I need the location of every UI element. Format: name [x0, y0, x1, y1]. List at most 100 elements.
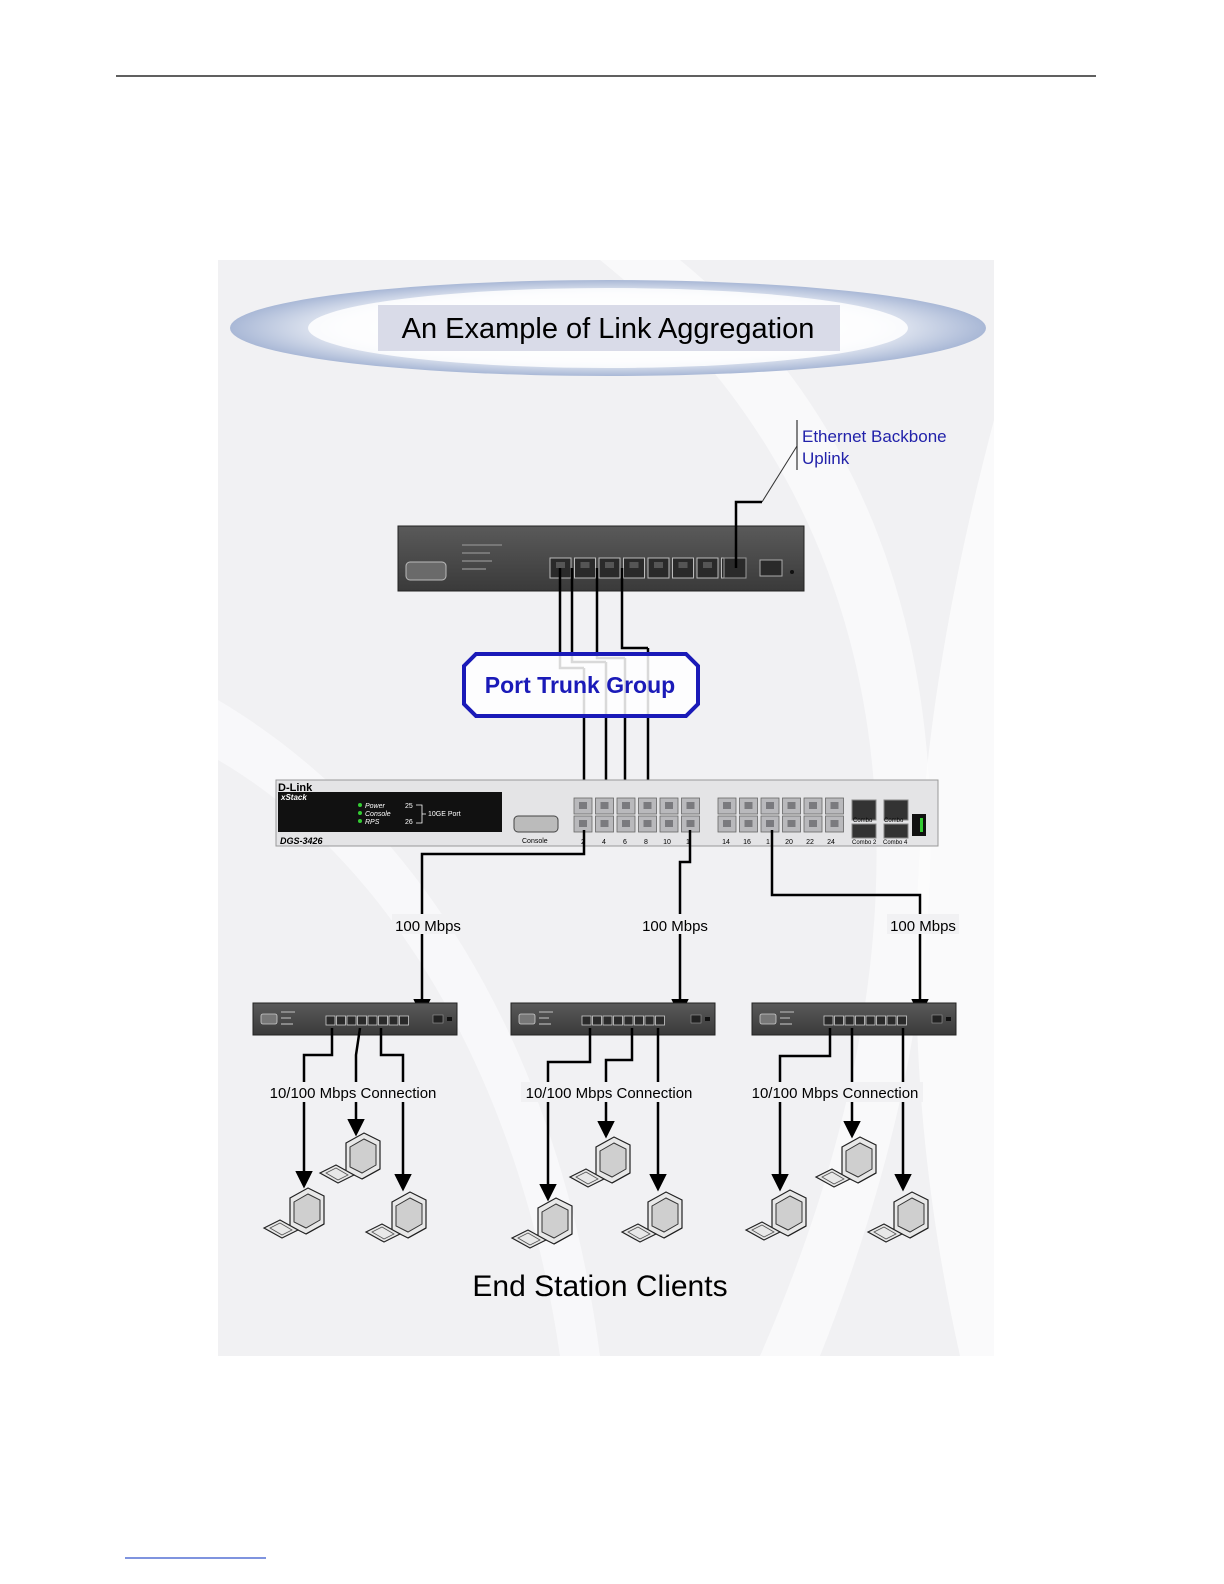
main-switch-port-jack [787, 820, 796, 827]
main-switch-port-jack [622, 802, 630, 809]
edge-switch-port [644, 1015, 655, 1026]
port-number-label: 14 [722, 839, 730, 846]
main-switch-port-jack [787, 802, 796, 809]
led-power-label: Power [365, 803, 386, 810]
port-number-label: 6 [623, 839, 627, 846]
console-port [513, 815, 559, 833]
main-switch-port-jack [809, 820, 817, 827]
console-label: Console [522, 838, 548, 845]
port-25-label: 25 [405, 803, 413, 810]
switch-brand: D-Link [278, 782, 313, 794]
main-switch-port-jack [809, 802, 817, 809]
edge-switch-port [623, 1015, 634, 1026]
edge-switch-1 [252, 1002, 458, 1036]
edge-switch-port [844, 1015, 855, 1026]
edge-switch-port [378, 1015, 388, 1026]
port-number-label: 4 [602, 839, 606, 846]
port-number-label: 16 [743, 839, 751, 846]
main-switch-port-jack [600, 802, 609, 809]
edge-switch-port [367, 1015, 378, 1026]
combo-label-4: Combo 4 [883, 840, 908, 846]
main-switch-port-jack [579, 802, 587, 809]
edge-switch-port [592, 1015, 602, 1026]
main-switch: D-Link xStack DGS-3426 Power Console RPS… [275, 779, 939, 847]
edge-switch-port [325, 1015, 336, 1026]
edge-switch-port [634, 1015, 644, 1026]
edge-switch-3 [751, 1002, 957, 1036]
port-number-label: 24 [827, 839, 835, 846]
main-switch-port-jack [766, 820, 774, 827]
edge-switch-port [602, 1015, 613, 1026]
port-number-label: 10 [663, 839, 671, 846]
trunk-group-label: Port Trunk Group [485, 672, 675, 698]
main-switch-port-jack [766, 802, 774, 809]
main-switch-port-jack [686, 802, 695, 809]
diagram-title: An Example of Link Aggregation [402, 313, 815, 345]
ge-port-label: 10GE Port [428, 811, 461, 818]
connection-label-2: 10/100 Mbps Connection [526, 1085, 693, 1102]
main-switch-port-jack [830, 802, 839, 809]
port-number-label: 20 [785, 839, 793, 846]
combo-label-2: Combo [884, 818, 904, 824]
top-switch-port-jack [654, 562, 663, 568]
backbone-label-line1: Ethernet Backbone [802, 427, 947, 446]
main-switch-port-jack [600, 820, 609, 827]
port-number-label: 1 [766, 839, 770, 846]
client-lines [295, 1027, 912, 1202]
edge-switch-port [865, 1015, 876, 1026]
edge-switch-port [613, 1015, 623, 1026]
trunk-group-box [462, 652, 700, 718]
port-number-label: 1 [686, 839, 690, 846]
connection-label-3: 10/100 Mbps Connection [752, 1085, 919, 1102]
switch-model: DGS-3426 [280, 836, 324, 846]
switch-series: xStack [280, 793, 307, 802]
top-switch-port-jack [703, 562, 712, 568]
connection-label-1: 10/100 Mbps Connection [270, 1085, 437, 1102]
port-number-label: 8 [644, 839, 648, 846]
edge-switch-port [388, 1015, 399, 1026]
top-switch [397, 525, 805, 592]
uplink-label-2: 100 Mbps [642, 918, 708, 935]
main-switch-port-jack [622, 820, 630, 827]
edge-switch-port [855, 1015, 865, 1026]
top-switch-port-jack [605, 562, 614, 568]
main-switch-port-jack [723, 802, 731, 809]
edge-switch-port [823, 1015, 834, 1026]
end-station-label: End Station Clients [472, 1270, 727, 1303]
led-rps-label: RPS [365, 819, 380, 826]
main-switch-port-jack [665, 802, 673, 809]
combo-label-3: Combo 2 [852, 840, 877, 846]
edge-switch-port [346, 1015, 357, 1026]
uplink-label-3: 100 Mbps [890, 918, 956, 935]
port-number-label: 22 [806, 839, 814, 846]
top-switch-port-jack [629, 562, 639, 568]
backbone-label-line2: Uplink [802, 449, 850, 468]
main-switch-port-jack [830, 820, 839, 827]
main-switch-port-jack [744, 820, 753, 827]
title-box [378, 305, 840, 351]
edge-switch-port [581, 1015, 592, 1026]
main-switch-port-jack [665, 820, 673, 827]
port-26-label: 26 [405, 819, 413, 826]
top-switch-port-jack [580, 562, 590, 568]
edge-switch-port [897, 1015, 907, 1026]
top-switch-port-jack [678, 562, 688, 568]
top-switch-port-jack [556, 562, 565, 568]
main-switch-port-jack [723, 820, 731, 827]
main-switch-port-jack [643, 820, 652, 827]
main-switch-port-jack [744, 802, 753, 809]
edge-switch-port [886, 1015, 897, 1026]
edge-switch-port [834, 1015, 844, 1026]
edge-switch-port [876, 1015, 886, 1026]
edge-switch-port [655, 1015, 665, 1026]
led-console-label: Console [365, 811, 391, 818]
main-switch-port-jack [643, 802, 652, 809]
main-switch-port-jack [579, 820, 587, 827]
edge-switch-port [336, 1015, 346, 1026]
main-switch-port-jack [686, 820, 695, 827]
edge-switch-port [357, 1015, 367, 1026]
edge-switch-2 [510, 1002, 716, 1036]
uplink-label-1: 100 Mbps [395, 918, 461, 935]
edge-switch-port [399, 1015, 409, 1026]
